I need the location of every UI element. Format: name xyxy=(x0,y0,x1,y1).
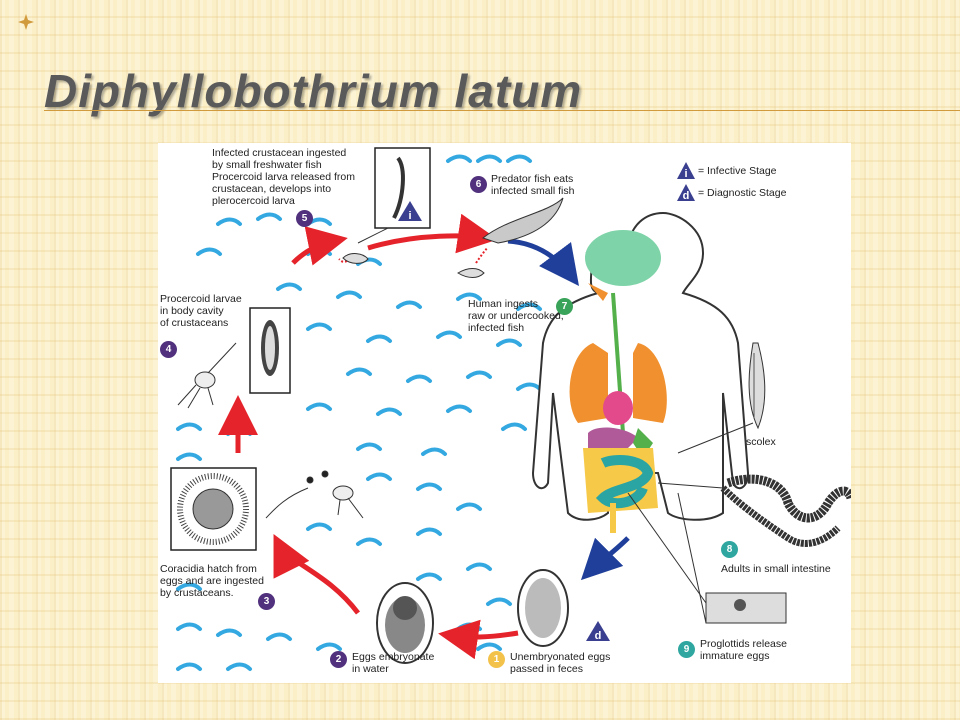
coracidium-inset xyxy=(170,467,257,551)
stage-8-label: Adults in small intestine xyxy=(721,563,831,575)
stage-5-badge: 5 xyxy=(296,210,313,227)
human-arrows xyxy=(507,238,630,581)
scolex xyxy=(677,342,766,454)
svg-text:d: d xyxy=(683,190,690,202)
stage-5-label: Infected crustacean ingested by small fr… xyxy=(212,147,355,207)
procercoid-inset xyxy=(249,307,291,394)
four-point-star-icon xyxy=(18,14,34,30)
stage-7-label: Human ingests raw or undercooked, infect… xyxy=(468,298,564,334)
stage-6-badge: 6 xyxy=(470,176,487,193)
right-lung xyxy=(633,343,667,423)
crustacean xyxy=(177,342,237,409)
left-lung xyxy=(569,343,608,423)
cycle-arrows xyxy=(218,213,519,660)
diagram-artwork: i xyxy=(170,147,851,671)
human-body xyxy=(531,211,750,533)
legend-diagnostic-icon: d xyxy=(677,184,695,202)
slide-title: Diphyllobothrium latum xyxy=(44,65,583,117)
stage-7-badge: 7 xyxy=(556,298,573,315)
stage-1-badge: 1 xyxy=(488,651,505,668)
stage-6-label: Predator fish eats infected small fish xyxy=(491,173,575,197)
plerocercoid-inset xyxy=(357,147,431,244)
stage-8-badge: 8 xyxy=(721,541,738,558)
embryonated-egg xyxy=(376,582,434,664)
heart xyxy=(603,391,633,425)
predator-fish xyxy=(481,197,564,244)
stage-2-badge: 2 xyxy=(330,651,347,668)
liver xyxy=(588,427,638,448)
stage-3-badge: 3 xyxy=(258,593,275,610)
stage-1-label: Unembryonated eggs passed in feces xyxy=(510,651,611,675)
crustacean-feeding xyxy=(265,470,364,519)
svg-text:i: i xyxy=(684,168,687,180)
stage-4-label: Procercoid larvae in body cavity of crus… xyxy=(160,293,242,329)
small-intestine xyxy=(595,455,654,509)
svg-text:d: d xyxy=(595,630,602,642)
legend-infective-icon: i xyxy=(677,162,695,180)
stage-3-label: Coracidia hatch from eggs and are ingest… xyxy=(160,563,264,599)
nasal-passage xyxy=(588,283,608,301)
unembryonated-egg xyxy=(517,569,569,647)
adult-tapeworm xyxy=(657,474,851,547)
infective-stage-icon: i xyxy=(398,201,422,222)
svg-text:i: i xyxy=(408,210,411,222)
proglottid-inset xyxy=(627,492,787,624)
brain xyxy=(585,230,661,286)
legend-infective-text: = Infective Stage xyxy=(698,165,777,177)
scolex-label: scolex xyxy=(746,436,776,448)
small-fish xyxy=(342,253,485,278)
legend-diagnostic-text: = Diagnostic Stage xyxy=(698,187,787,199)
life-cycle-diagram: i xyxy=(158,143,851,683)
stage-9-badge: 9 xyxy=(678,641,695,658)
stage-9-label: Proglottids release immature eggs xyxy=(700,638,787,662)
title-divider xyxy=(44,110,960,111)
stage-4-badge: 4 xyxy=(160,341,177,358)
diagnostic-stage-icon: d xyxy=(586,621,610,642)
stage-2-label: Eggs embryonate in water xyxy=(352,651,435,675)
stage-9-connector xyxy=(677,492,707,624)
